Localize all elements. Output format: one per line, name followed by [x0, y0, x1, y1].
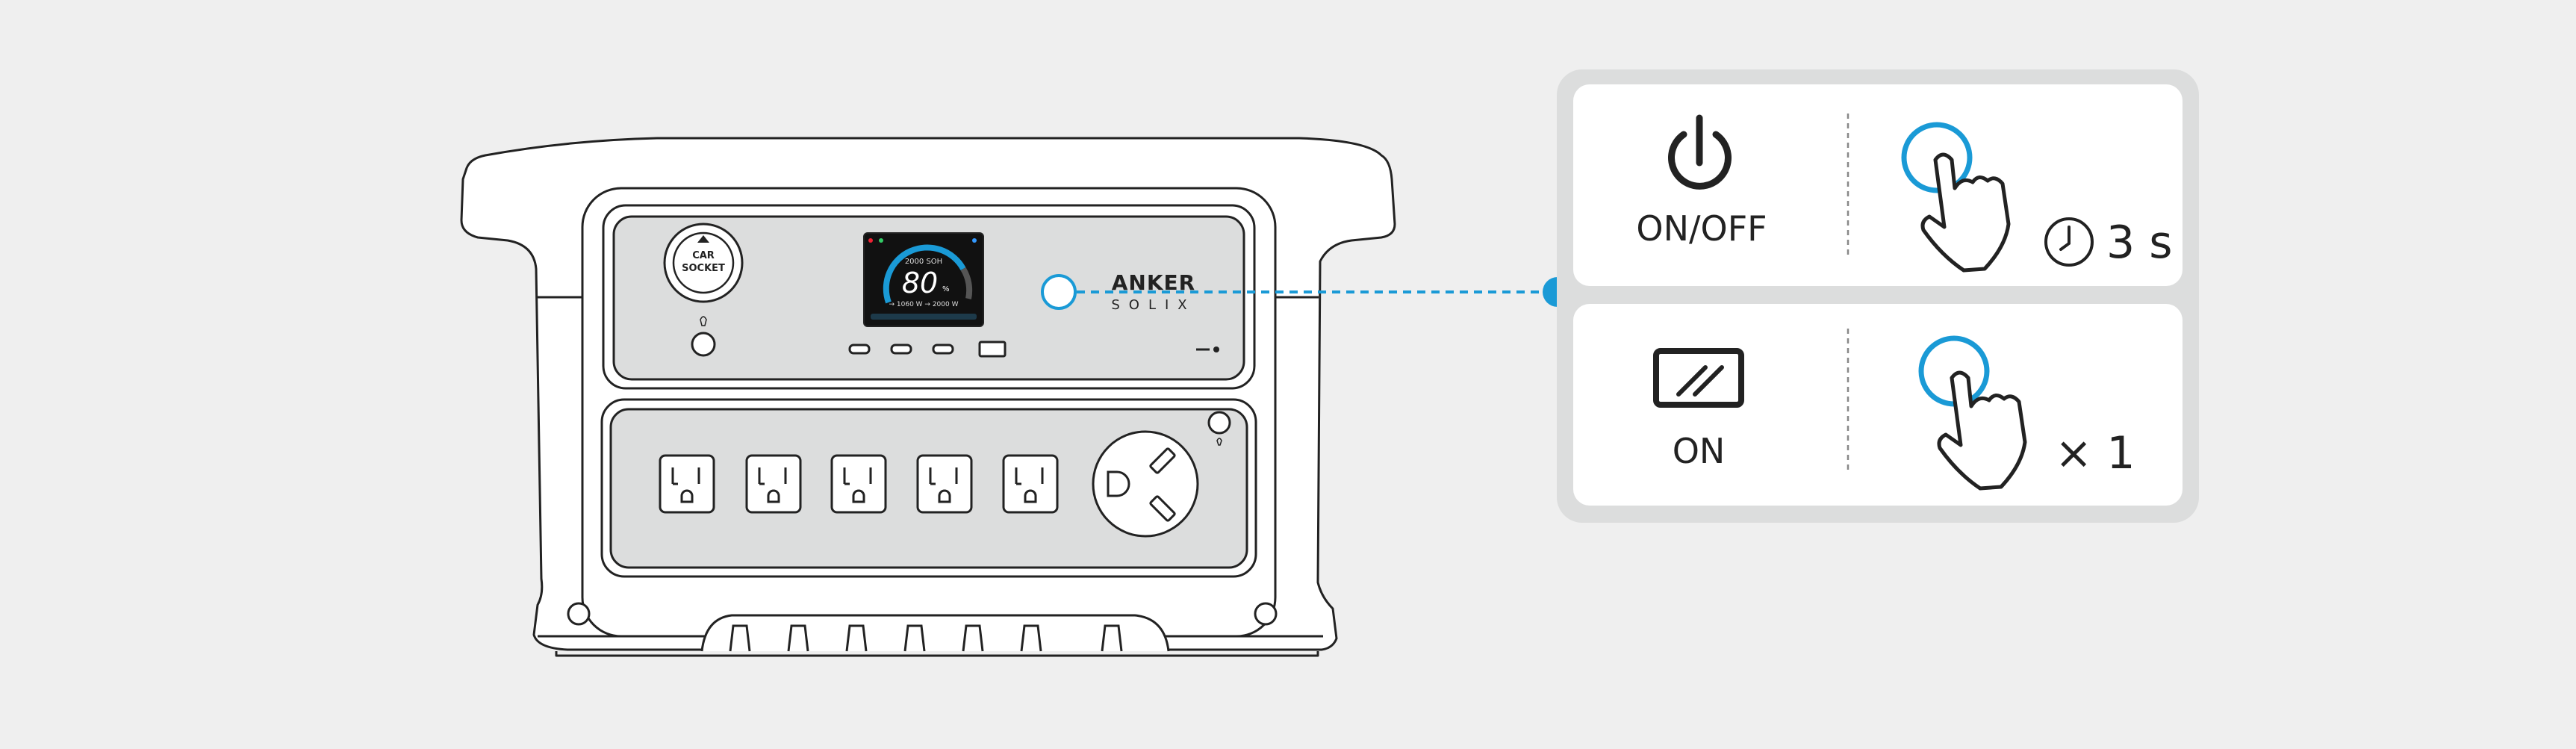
instruction-card: ON/OFF 3 s ON × 1: [1557, 69, 2199, 523]
screw-right: [1254, 602, 1278, 626]
screen-label: ON: [1673, 431, 1726, 471]
ac-button[interactable]: [1207, 411, 1231, 446]
device-bottom: [555, 651, 1319, 657]
gauge-arc: [883, 244, 966, 304]
ac-outlet-2[interactable]: [745, 454, 802, 514]
ac-outlet-5[interactable]: [1002, 454, 1059, 514]
foot-7: [1101, 624, 1123, 652]
ac-outlet-1[interactable]: [659, 454, 715, 514]
screen-button-icon: [1653, 348, 1744, 408]
press-target-ring: [1901, 122, 1973, 193]
screen-percent-unit: %: [942, 285, 950, 293]
screen-instruction-panel: [1573, 304, 2183, 506]
car-socket-arrow-icon: [697, 235, 709, 243]
usb-c-port-1[interactable]: [848, 344, 871, 355]
screen-count: × 1: [2055, 427, 2135, 479]
car-socket-label-1: CAR: [692, 250, 715, 261]
screen-flow: → 1060 W → 2000 W: [889, 301, 959, 308]
ac-outlets: [659, 411, 1231, 538]
display-screen: 2000 SOH 80 % → 1060 W → 2000 W: [863, 232, 984, 327]
small-indicator-icon: [1213, 346, 1219, 352]
power-label: ON/OFF: [1636, 208, 1767, 249]
ac-outlet-4[interactable]: [916, 454, 973, 514]
usb-c-port-3[interactable]: [932, 344, 954, 355]
foot-2: [787, 624, 809, 652]
status-dot-2: [879, 238, 883, 243]
power-instruction-panel: [1573, 84, 2183, 286]
usb-c-port-2[interactable]: [890, 344, 912, 355]
foot-base: [700, 614, 1170, 652]
car-socket[interactable]: CAR SOCKET: [663, 223, 744, 303]
power-icon: [1668, 114, 1732, 190]
usb-ports: [848, 341, 1007, 358]
screen-capacity: 2000 SOH: [905, 258, 942, 266]
foot-3: [845, 624, 868, 652]
screen-footer-bar: [871, 314, 977, 320]
status-dot-3: [972, 238, 977, 243]
light-button[interactable]: [691, 316, 716, 357]
light-icon: [700, 316, 707, 326]
screw-left: [567, 602, 591, 626]
usb-a-port[interactable]: [978, 341, 1007, 358]
ac-outlet-3[interactable]: [830, 454, 887, 514]
screen-percent: 80: [902, 267, 938, 299]
foot-1: [729, 624, 751, 652]
rv-outlet[interactable]: [1092, 430, 1199, 538]
hand-press-icon: [1920, 152, 2011, 273]
gauge-arc-rest: [960, 267, 973, 299]
foot-5: [962, 624, 984, 652]
status-dot-1: [868, 238, 873, 243]
car-socket-label-2: SOCKET: [682, 263, 725, 274]
hand-press-icon-2: [1937, 370, 2027, 491]
timer-icon: [2044, 217, 2094, 267]
brand-sub: SOLIX: [1111, 297, 1195, 313]
power-duration: 3 s: [2106, 217, 2173, 269]
ac-button-icon: [1216, 438, 1222, 446]
foot-4: [903, 624, 926, 652]
foot-6: [1020, 624, 1042, 652]
device-power-button[interactable]: [1041, 274, 1077, 310]
device-feet: [700, 614, 1170, 652]
